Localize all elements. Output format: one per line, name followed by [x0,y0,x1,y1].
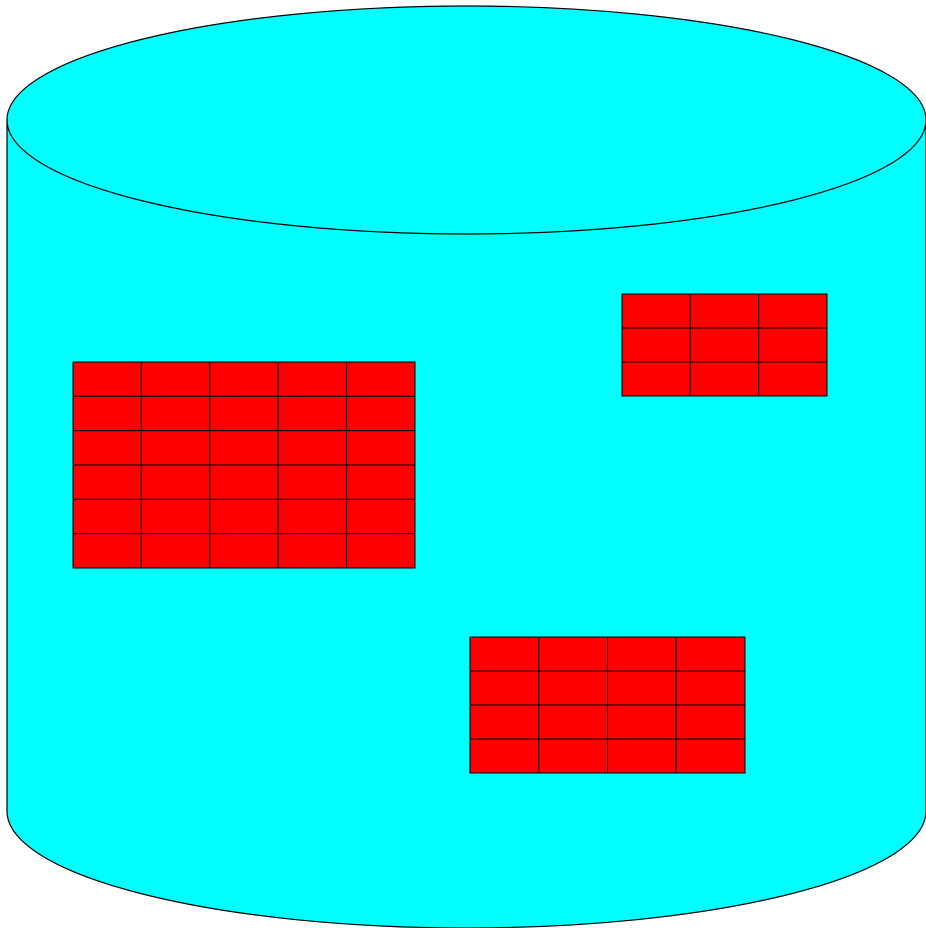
table-cell [689,293,760,329]
table-cell [607,704,677,740]
table-cell [209,395,279,432]
table-cell [277,498,348,535]
table-cell [346,430,416,466]
table-cell [72,498,142,535]
table-cell [346,498,416,535]
table-cell [277,464,348,500]
table-cell [140,361,211,397]
table-cell [140,464,211,500]
table-cell [758,361,828,397]
table-cell [277,395,348,432]
table-cell [621,293,691,329]
table-cell [72,361,142,397]
table-cell [538,704,608,740]
table-cell [140,395,211,432]
table-cell [209,498,279,535]
table-cell [469,704,540,740]
table-cell [469,636,540,672]
table-cell [758,327,828,363]
table-cell [675,738,746,774]
table-cell [675,636,746,672]
table-cell [209,361,279,397]
table-bottom-right [469,636,746,774]
table-cell [277,430,348,466]
table-cell [72,395,142,432]
table-cell [346,533,416,569]
table-cell [209,533,279,569]
table-cell [758,293,828,329]
table-cell [689,361,760,397]
table-top-right [621,293,828,397]
table-cell [538,738,608,774]
cylinder-top [6,5,926,235]
table-cell [346,361,416,397]
table-cell [607,636,677,672]
table-cell [621,327,691,363]
table-cell [469,738,540,774]
table-cell [140,533,211,569]
table-cell [346,395,416,432]
table-cell [140,430,211,466]
table-cell [538,670,608,706]
table-cell [675,670,746,706]
table-cell [689,327,760,363]
table-cell [675,704,746,740]
table-cell [621,361,691,397]
table-cell [346,464,416,500]
table-cell [277,533,348,569]
table-cell [72,464,142,500]
table-cell [538,636,608,672]
table-cell [72,430,142,466]
table-cell [607,670,677,706]
table-left [72,361,416,569]
table-cell [140,498,211,535]
table-cell [277,361,348,397]
table-cell [607,738,677,774]
table-cell [209,464,279,500]
table-cell [72,533,142,569]
table-cell [469,670,540,706]
table-cell [209,430,279,466]
